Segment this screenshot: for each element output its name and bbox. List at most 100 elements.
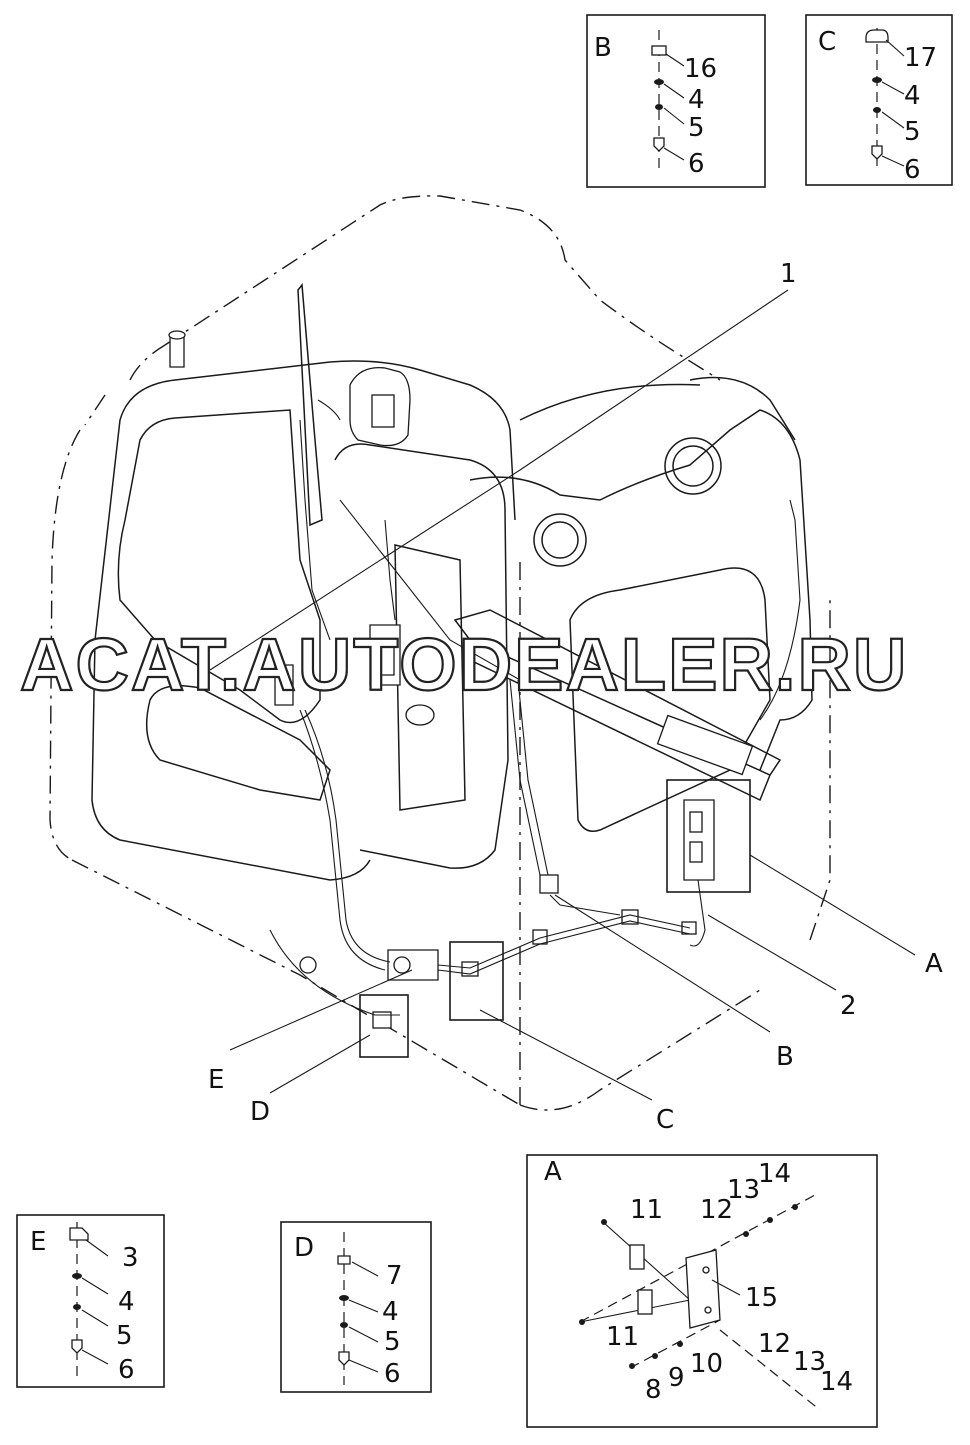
detail-d-clamp-part (337, 1255, 351, 1265)
clamp-d (372, 1011, 392, 1029)
detail-d-leader (348, 1326, 379, 1343)
detail-b-frame (586, 14, 766, 188)
detail-a-fastener (677, 1341, 683, 1347)
detail-c-washer (872, 77, 882, 83)
switch-module-face (377, 639, 395, 676)
frame-c (449, 941, 504, 1021)
detail-a-fastener (767, 1217, 773, 1223)
detail-c-part-label: 17 (904, 43, 937, 73)
detail-d-part-label: 5 (384, 1327, 401, 1357)
left-lower-opening (145, 685, 331, 801)
relay-b (689, 841, 703, 863)
detail-a-fastener (792, 1204, 798, 1210)
relay-a (689, 811, 703, 833)
detail-c: C 17 4 5 6 (805, 14, 953, 186)
callout-d: D (250, 1097, 270, 1127)
detail-a-relay-lower (637, 1289, 653, 1315)
detail-a-bracket-hole (702, 1266, 710, 1274)
detail-a-wire-right (719, 1329, 821, 1411)
frame-a (666, 779, 751, 893)
cab-frame-left (91, 419, 371, 881)
cigar-lighter (405, 704, 435, 726)
harness-left-run-2 (304, 709, 391, 963)
cab-bottom-front (519, 989, 761, 1111)
detail-e-leader (81, 1349, 109, 1365)
detail-a-label: 14 (758, 1159, 791, 1189)
detail-a-bracket-hole (704, 1306, 712, 1314)
grommet (299, 956, 317, 974)
detail-a-frame (526, 1154, 878, 1428)
detail-a-label: 13 (727, 1175, 760, 1205)
detail-d-leader (351, 1261, 379, 1277)
detail-b: B 16 4 5 6 (586, 14, 766, 188)
detail-e-clamp-part (69, 1227, 89, 1241)
detail-a-label: 10 (690, 1349, 723, 1379)
detail-a-wire-upper (602, 1221, 691, 1301)
detail-a-label: 12 (758, 1329, 791, 1359)
frame-d (359, 994, 409, 1058)
callout-b: B (776, 1042, 794, 1072)
left-window-opening (117, 409, 321, 724)
antenna-base (169, 334, 185, 368)
harness-upper (384, 519, 396, 621)
detail-b-lockwasher (655, 104, 663, 110)
harness-floor (437, 914, 691, 969)
callout-a: A (925, 949, 943, 979)
detail-a-label: 11 (630, 1195, 663, 1225)
detail-c-part-label: 5 (904, 117, 921, 147)
detail-e-washer (72, 1273, 82, 1279)
detail-c-clamp-part (865, 29, 889, 43)
detail-b-bolt (653, 137, 665, 152)
detail-e-title: E (30, 1227, 46, 1257)
detail-a-label: 13 (793, 1347, 826, 1377)
detail-c-title: C (818, 27, 836, 57)
callout-c: C (656, 1105, 674, 1135)
detail-e-part-label: 3 (122, 1243, 139, 1273)
detail-e-part-label: 5 (116, 1321, 133, 1351)
antenna-cap (168, 330, 186, 340)
detail-a-title: A (544, 1157, 562, 1187)
detail-e-leader (85, 1239, 109, 1257)
detail-c-leader (885, 39, 905, 57)
detail-b-leader (663, 83, 685, 99)
detail-a-wire-lower (579, 1299, 691, 1323)
harness-riser (509, 679, 541, 876)
cab-right-panel (469, 409, 813, 771)
detail-a-fastener (629, 1363, 635, 1369)
cab-bottom-left (71, 859, 521, 1106)
harness-floor-2 (437, 920, 691, 975)
leader-1-ext (209, 469, 521, 671)
detail-a-label: 14 (820, 1367, 853, 1397)
leader-e (229, 969, 413, 1051)
speaker-ring-right (672, 445, 714, 487)
detail-d-leader (348, 1299, 379, 1313)
leader-a (749, 854, 916, 956)
detail-c-frame (805, 14, 953, 186)
leader-c (479, 1009, 653, 1101)
detail-a-label: 11 (606, 1322, 639, 1352)
harness-pillar (299, 419, 331, 641)
right-window-opening (569, 567, 771, 832)
detail-b-part-label: 5 (688, 113, 705, 143)
detail-b-part-label: 16 (684, 54, 717, 84)
speaker-hole-right (664, 437, 722, 495)
callout-1: 1 (780, 259, 797, 289)
detail-a-label: 12 (700, 1195, 733, 1225)
detail-a-fastener (652, 1353, 658, 1359)
detail-d-part-label: 6 (384, 1359, 401, 1389)
detail-d-lockwasher (340, 1322, 348, 1328)
detail-d-leader (348, 1359, 379, 1373)
detail-c-lockwasher (873, 107, 881, 113)
leader-1 (519, 289, 789, 471)
clamp-b (539, 874, 559, 894)
leader-b (554, 894, 771, 1033)
detail-a-wire-bottom (629, 1319, 721, 1369)
dash-console-top (453, 609, 782, 776)
detail-a-fastener (579, 1319, 585, 1325)
detail-d-part-label: 7 (386, 1261, 403, 1291)
cab-left-edge (49, 429, 81, 861)
main-callouts: 1 A 2 B C E D (208, 259, 943, 1135)
harness-branch (549, 894, 621, 916)
